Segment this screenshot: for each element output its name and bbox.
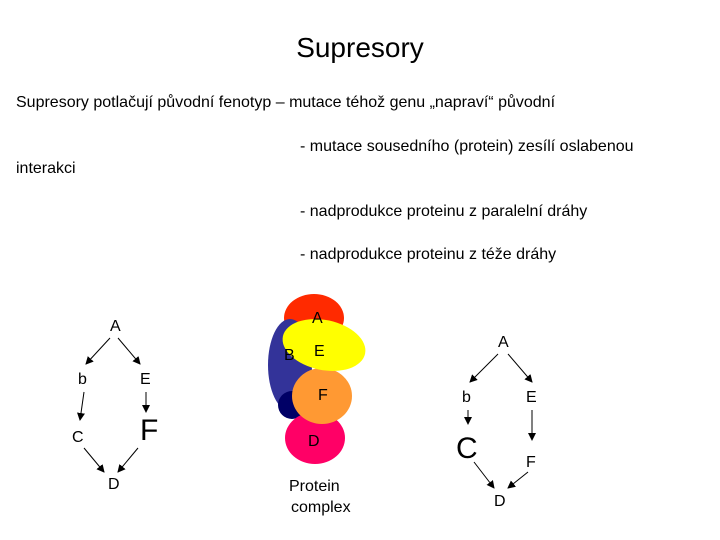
arrow-f-to-d <box>508 472 528 488</box>
arrow-a-to-b <box>86 338 110 364</box>
left-node-c: C <box>72 429 84 446</box>
left-node-d: D <box>108 476 120 493</box>
complex-caption-line-1: Protein <box>289 478 340 495</box>
right-node-e: E <box>526 389 537 406</box>
arrow-b-to-c <box>80 392 84 420</box>
right-node-d: D <box>494 493 506 510</box>
complex-label-f: F <box>318 387 328 404</box>
arrow-a-to-e <box>118 338 140 364</box>
right-node-c: C <box>456 432 478 465</box>
complex-label-a: A <box>312 310 323 327</box>
arrow-a-to-b <box>470 354 498 382</box>
left-node-a: A <box>110 318 121 335</box>
complex-label-d: D <box>308 433 320 450</box>
left-node-f: F <box>140 414 158 447</box>
arrow-c-to-d <box>84 448 104 472</box>
arrow-c-to-d <box>474 462 494 488</box>
arrow-a-to-e <box>508 354 532 382</box>
left-pathway: A b E C F D <box>72 318 158 493</box>
left-node-b: b <box>78 371 87 388</box>
right-node-a: A <box>498 334 509 351</box>
protein-complex: A B E F D Protein complex <box>268 294 370 516</box>
right-node-f: F <box>526 454 536 471</box>
complex-label-e: E <box>314 343 325 360</box>
complex-caption-line-2: complex <box>291 499 351 516</box>
arrow-f-to-d <box>118 448 138 472</box>
right-node-b: b <box>462 389 471 406</box>
right-pathway: A b E C F D <box>456 334 537 510</box>
complex-label-b: B <box>284 347 295 364</box>
left-node-e: E <box>140 371 151 388</box>
